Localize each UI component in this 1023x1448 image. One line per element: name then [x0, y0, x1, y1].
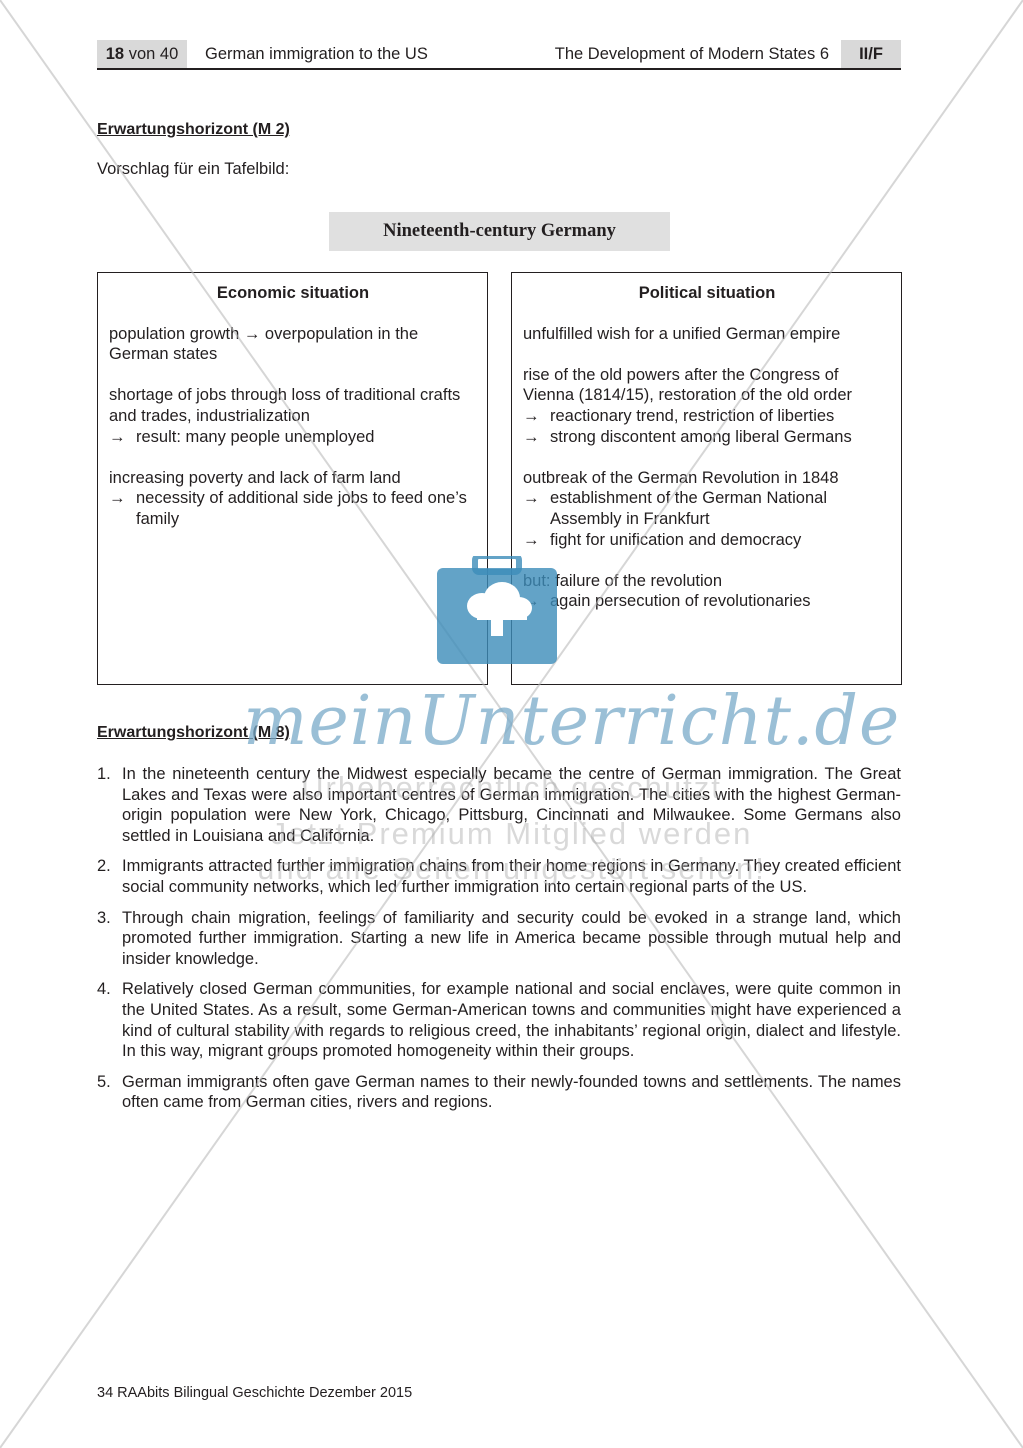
list-item: 4.Relatively closed German communities, …	[97, 980, 901, 1061]
political-point-4-result: again persecution of revolutionaries	[550, 592, 811, 611]
economic-point-1: population growth → overpopulation in th…	[109, 324, 419, 364]
arrow-icon: →	[523, 489, 540, 508]
heading-m2: Erwartungshorizont (M 2)	[97, 121, 290, 138]
page-footer: 34 RAAbits Bilingual Geschichte Dezember…	[97, 1385, 413, 1401]
answer-list: 1.In the nineteenth century the Midwest …	[97, 764, 901, 1123]
series-title: The Development of Modern States 6	[554, 45, 829, 63]
list-item: 2.Immigrants attracted further immigrati…	[97, 857, 901, 896]
economic-point-3-result: necessity of additional side jobs to fee…	[136, 489, 467, 528]
watermark-logo: meinUnterricht.de	[243, 682, 901, 761]
economic-point-3: increasing poverty and lack of farm land	[109, 468, 401, 487]
economic-point-2: shortage of jobs through loss of traditi…	[109, 386, 461, 425]
political-point-2-result-1: reactionary trend, restriction of libert…	[550, 406, 835, 425]
economic-point-2-result: result: many people unemployed	[136, 427, 375, 446]
arrow-icon: →	[109, 489, 126, 508]
page-number: 18	[105, 45, 125, 63]
economic-box: Economic situation population growth → o…	[97, 272, 488, 685]
arrow-icon: →	[523, 530, 540, 549]
political-point-2-result-2: strong discontent among liberal Germans	[550, 427, 852, 446]
list-item: 1.In the nineteenth century the Midwest …	[97, 765, 901, 845]
arrow-icon: →	[523, 406, 540, 425]
list-item: 5.German immigrants often gave German na…	[97, 1072, 901, 1112]
page-header: 18 von 40 German immigration to the US T…	[97, 40, 901, 70]
heading-m8: Erwartungshorizont (M 8)	[97, 724, 290, 741]
board-title: Nineteenth-century Germany	[329, 212, 670, 251]
political-title: Political situation	[638, 284, 776, 302]
political-point-3-result-1: establishment of the German National Ass…	[550, 489, 827, 528]
arrow-icon: →	[109, 427, 126, 446]
list-item: 3.Through chain migration, feelings of f…	[97, 908, 901, 968]
political-point-1: unfulfilled wish for a unified German em…	[523, 324, 841, 343]
arrow-icon: →	[523, 592, 540, 611]
political-box: Political situation unfulfilled wish for…	[511, 272, 902, 685]
page-of: von 40	[128, 45, 179, 63]
political-point-3: outbreak of the German Revolution in 184…	[523, 468, 839, 487]
intro-text: Vorschlag für ein Tafelbild:	[97, 160, 290, 178]
economic-title: Economic situation	[216, 284, 370, 302]
unit-title: German immigration to the US	[205, 45, 428, 63]
arrow-icon: →	[523, 427, 540, 446]
page-indicator: 18 von 40	[97, 40, 187, 68]
political-point-2: rise of the old powers after the Congres…	[523, 365, 852, 405]
political-point-4: but: failure of the revolution	[523, 571, 723, 590]
section-code: II/F	[841, 40, 901, 68]
political-point-3-result-2: fight for unification and democracy	[550, 530, 802, 549]
